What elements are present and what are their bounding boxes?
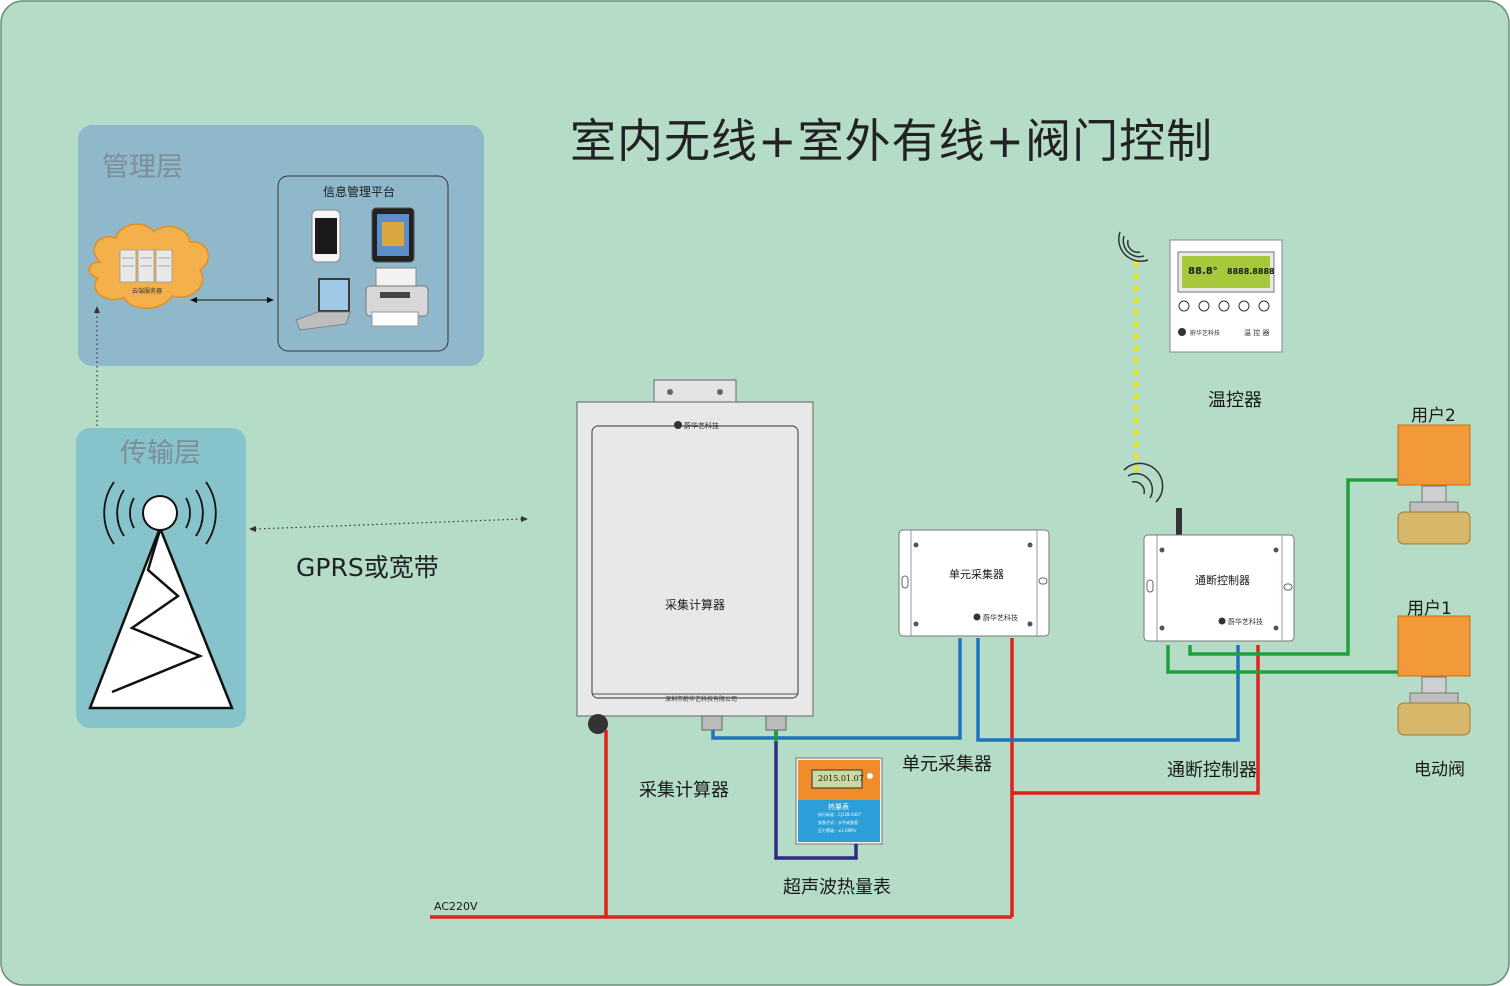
thermostat-brand: 蔚华艺科技	[1190, 330, 1221, 337]
valve-caption: 电动阀	[1414, 760, 1465, 780]
heat-meter-name: 热量表	[828, 803, 849, 811]
electric-valve-user1	[1397, 615, 1471, 736]
tablet-icon	[371, 207, 415, 263]
management-layer-label: 管理层	[102, 152, 183, 183]
collector-company-label: 深圳市蔚华艺科技有限公司	[665, 696, 738, 703]
heat-meter-spec3: 压力等级：≤1.6MPa	[818, 828, 856, 833]
switch-controller-device	[1143, 508, 1295, 642]
heat-meter-caption: 超声波热量表	[783, 877, 891, 898]
switch-controller-caption: 通断控制器	[1167, 760, 1257, 781]
thermostat-display-right: 8888.8888	[1227, 267, 1275, 276]
unit-collector-device	[898, 529, 1050, 637]
user1-label: 用户1	[1407, 599, 1452, 619]
cloud-server-label: 云端服务器	[132, 288, 163, 295]
wireless-signal-icon	[1118, 231, 1164, 503]
collector-panel-label: 采集计算器	[665, 598, 726, 612]
unit-collector-caption: 单元采集器	[902, 754, 992, 775]
laptop-icon	[295, 278, 351, 331]
power-wires	[430, 638, 1260, 919]
thermostat-caption: 温控器	[1208, 390, 1262, 411]
collector-brand-label: 蔚华艺科技	[684, 422, 719, 430]
unit-collector-brand: 蔚华艺科技	[983, 614, 1018, 622]
collector-caption: 采集计算器	[639, 780, 729, 801]
power-label: AC220V	[434, 900, 478, 913]
heat-meter-date: 2015.01.07	[818, 774, 864, 783]
radio-tower-icon	[88, 481, 234, 710]
collector-computer-device	[576, 379, 814, 734]
unit-collector-panel-label: 单元采集器	[949, 568, 1004, 581]
switch-controller-brand: 蔚华艺科技	[1228, 618, 1263, 626]
thermostat-display-left: 88.8°	[1188, 266, 1218, 277]
heat-meter-spec1: 执行标准：CJ128-2007	[818, 812, 862, 817]
diagram-title: 室内无线+室外有线+阀门控制	[570, 114, 1214, 168]
heat-meter-spec2: 安装方式：水平或垂直	[818, 820, 858, 825]
cloud-server-icon	[88, 223, 210, 309]
switch-controller-panel-label: 通断控制器	[1195, 574, 1250, 587]
electric-valve-user2	[1397, 424, 1471, 545]
phone-icon	[311, 209, 341, 263]
platform-title: 信息管理平台	[323, 185, 396, 199]
thermostat-panel-label: 温 控 器	[1244, 329, 1270, 337]
thermostat-device	[1169, 239, 1283, 353]
gprs-label: GPRS或宽带	[296, 553, 439, 582]
valve-wires	[1166, 478, 1400, 674]
printer-icon	[365, 267, 429, 327]
user2-label: 用户2	[1411, 406, 1456, 426]
transmission-layer-label: 传输层	[120, 438, 201, 469]
data-wires	[711, 638, 1240, 742]
meter-wires	[774, 730, 858, 860]
cloud-platform-link	[190, 297, 274, 303]
heat-meter-device	[795, 757, 883, 845]
